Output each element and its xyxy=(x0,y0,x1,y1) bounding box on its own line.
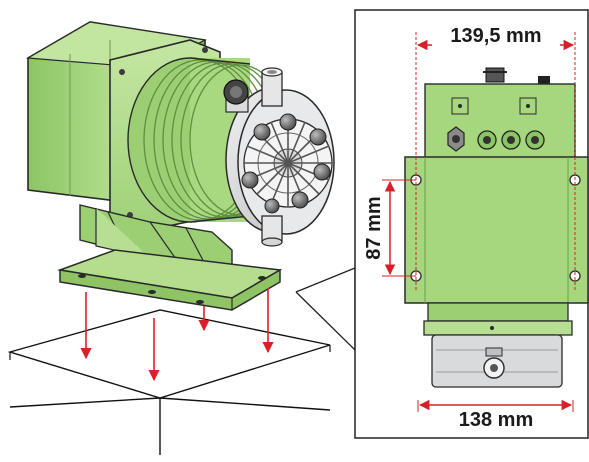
top-width-label-bg xyxy=(432,24,560,46)
bottom-width-label: 138 mm xyxy=(459,409,534,431)
head-bolt-icon xyxy=(253,123,271,141)
suction-valve xyxy=(261,215,283,247)
upper-housing xyxy=(424,83,576,159)
base-hole-icon xyxy=(148,290,156,294)
drive-neck xyxy=(427,302,569,322)
head-bolt-icon xyxy=(264,198,280,214)
mounting-hole-icon xyxy=(569,270,581,282)
flange-screw-icon xyxy=(119,69,125,75)
hole-spacing-label-bg xyxy=(362,186,384,270)
pump-top-view xyxy=(404,67,589,388)
pump-head xyxy=(225,87,335,235)
flange-screw-icon xyxy=(202,47,208,53)
indicator-icon xyxy=(519,97,537,115)
head-bolt-icon xyxy=(309,128,327,146)
pump-3d-view xyxy=(26,21,335,311)
surface-front-left-edge xyxy=(9,397,161,408)
base-hole-icon xyxy=(78,274,86,278)
bottom-width-label-bg xyxy=(440,406,552,430)
surface-top xyxy=(7,309,331,399)
top-width-label: 139,5 mm xyxy=(450,25,541,47)
head-bolt-icon xyxy=(291,191,309,209)
head-bolt-icon xyxy=(279,113,297,131)
mounting-arrows xyxy=(80,288,274,382)
head-bolt-icon xyxy=(241,171,259,189)
pump-base-plate xyxy=(57,249,283,311)
surface-side-ticks xyxy=(9,345,331,360)
hole-spacing-label: 87 mm xyxy=(363,196,385,259)
discharge-valve xyxy=(261,67,283,107)
stroke-knob-icon xyxy=(223,79,249,113)
pump-pedestal xyxy=(79,204,233,269)
top-knob-icon xyxy=(485,67,505,83)
main-plate xyxy=(404,156,589,304)
head-bolt-icon xyxy=(313,163,331,181)
mounting-surface xyxy=(7,309,331,455)
surface-front-right-edge xyxy=(159,397,331,411)
callout-leader xyxy=(295,267,356,352)
base-hole-icon xyxy=(258,276,266,280)
indicator-icon xyxy=(451,97,469,115)
top-switch-icon xyxy=(538,76,550,84)
base-hole-icon xyxy=(196,300,204,304)
